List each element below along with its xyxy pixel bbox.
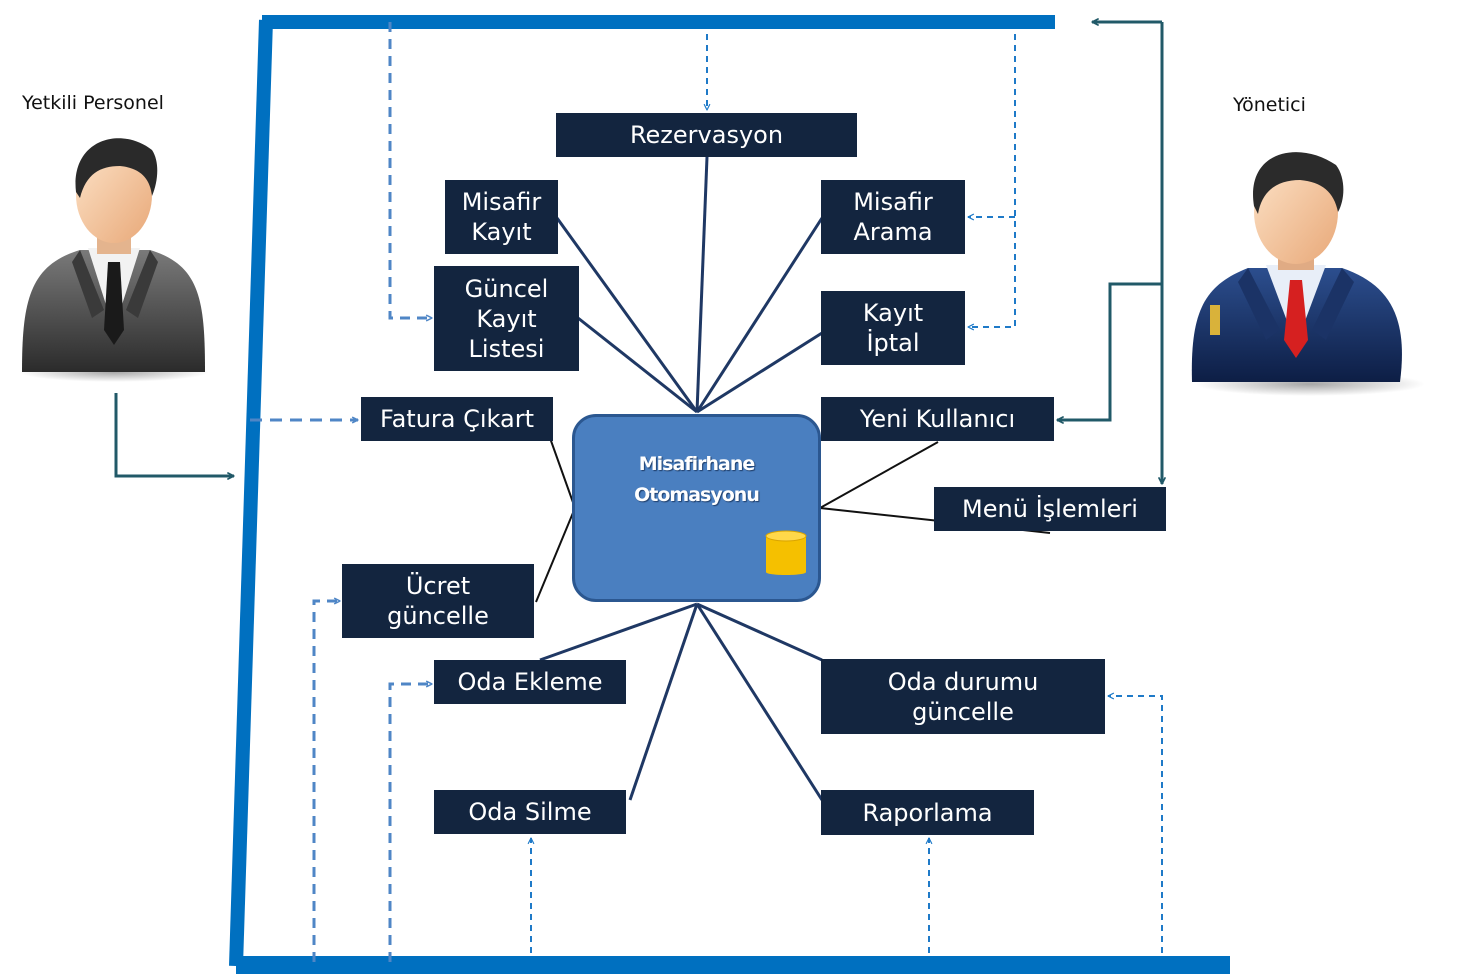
usecase-yeni-kullanici[interactable]: Yeni Kullanıcı xyxy=(821,397,1054,441)
usecase-oda-ekleme[interactable]: Oda Ekleme xyxy=(434,660,626,704)
actor-arrows xyxy=(114,22,1162,484)
usecase-menu-islemleri[interactable]: Menü İşlemleri xyxy=(934,487,1166,531)
system-boundary xyxy=(229,15,1230,974)
staff-person-icon xyxy=(19,138,209,382)
usecase-oda-silme[interactable]: Oda Silme xyxy=(434,790,626,834)
usecase-kayit-iptal[interactable]: Kayıt İptal xyxy=(821,291,965,365)
actor-label-staff: Yetkili Personel xyxy=(22,92,164,114)
usecase-fatura-cikart[interactable]: Fatura Çıkart xyxy=(361,397,553,441)
usecase-ucret-guncelle[interactable]: Ücret güncelle xyxy=(342,564,534,638)
actor-label-manager: Yönetici xyxy=(1233,94,1306,116)
usecase-rezervasyon[interactable]: Rezervasyon xyxy=(556,113,857,157)
center-connectors xyxy=(539,156,824,801)
dashed-flows xyxy=(250,22,1163,962)
usecase-misafir-arama[interactable]: Misafir Arama xyxy=(821,180,965,254)
system-core: Misafirhane Otomasyonu xyxy=(572,414,821,602)
usecase-raporlama[interactable]: Raporlama xyxy=(821,790,1034,835)
database-icon xyxy=(765,530,807,575)
usecase-guncel-kayit-listesi[interactable]: Güncel Kayıt Listesi xyxy=(434,266,579,371)
manager-person-icon xyxy=(1191,152,1425,396)
usecase-oda-durumu-guncelle[interactable]: Oda durumu güncelle xyxy=(821,659,1105,734)
usecase-misafir-kayit[interactable]: Misafir Kayıt xyxy=(445,180,558,254)
system-title: Misafirhane Otomasyonu xyxy=(634,453,760,506)
